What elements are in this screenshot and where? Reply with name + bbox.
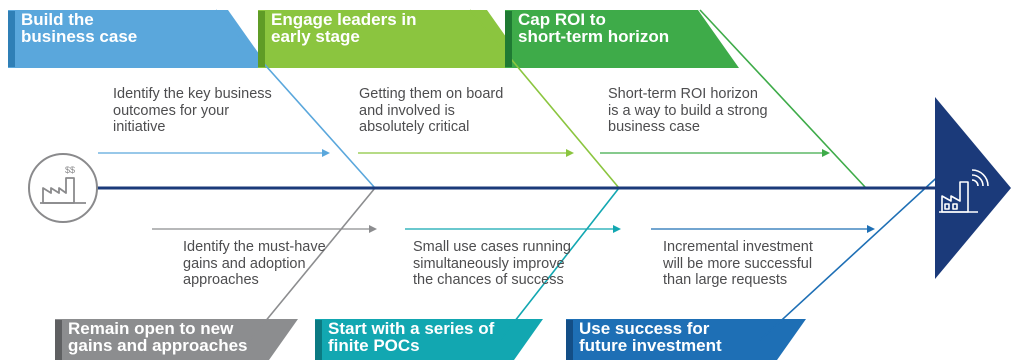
bottom-description-3: Incremental investment will be more succ… [663,239,813,288]
top-label-band-1 [8,10,269,68]
top-description-3: Short-term ROI horizon is a way to build… [608,86,768,135]
label-accent [566,320,573,360]
bottom-label-band-1 [55,319,298,360]
bottom-arrow-2 [405,225,621,233]
label-accent [315,320,322,360]
top-bone-3 [699,9,867,189]
top-description-1: Identify the key business outcomes for y… [113,86,272,135]
factory-wifi-icon [939,169,989,213]
top-arrow-2 [358,149,574,157]
label-accent [505,11,512,67]
top-arrow-1 [98,149,330,157]
top-label-1: Build the business case [8,11,223,67]
bottom-label-1-text: Remain open to new gains and approaches [68,319,248,355]
top-arrow-3 [600,149,830,157]
bottom-bone-3 [759,169,946,341]
bottom-bone-1 [249,187,376,341]
top-label-3-text: Cap ROI to short-term horizon [518,10,670,46]
label-accent [55,320,62,360]
bottom-arrow-1 [152,225,377,233]
bottom-arrow-3 [651,225,875,233]
bottom-label-3: Use success for future investment [566,320,801,360]
top-bone-1 [215,9,376,189]
top-bone-2 [469,9,620,189]
bottom-description-2: Small use cases running simultaneously i… [413,239,571,288]
bottom-label-band-2 [315,319,543,360]
bottom-label-1: Remain open to new gains and approaches [55,320,295,360]
bottom-description-1: Identify the must-have gains and adoptio… [183,239,326,288]
bottom-label-band-3 [566,319,806,360]
factory-outline-icon: $$ [28,153,98,223]
top-label-band-2 [258,10,528,68]
bottom-label-2-text: Start with a series of finite POCs [328,319,495,355]
top-label-band-3 [505,10,739,68]
label-accent [8,11,15,67]
top-label-2-text: Engage leaders in early stage [271,10,417,46]
top-label-1-text: Build the business case [21,10,138,46]
svg-text:$$: $$ [65,165,75,175]
fish-head [935,97,1011,279]
top-label-3: Cap ROI to short-term horizon [505,11,695,67]
label-accent [258,11,265,67]
bottom-bone-2 [499,187,620,341]
bottom-label-3-text: Use success for future investment [579,319,722,355]
top-label-2: Engage leaders in early stage [258,11,483,67]
top-description-2: Getting them on board and involved is ab… [359,86,504,135]
bottom-label-2: Start with a series of finite POCs [315,320,543,360]
